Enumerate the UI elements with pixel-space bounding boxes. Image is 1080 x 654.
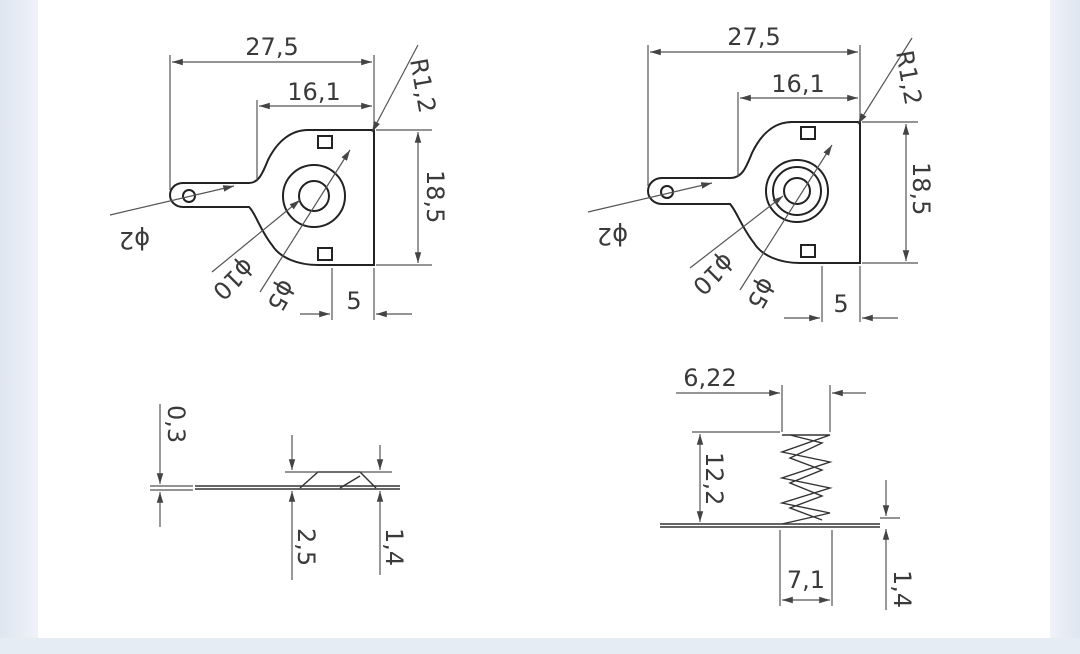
plate-a-ring-outer-label: ϕ10 bbox=[207, 253, 260, 306]
plate-a-outline bbox=[168, 129, 375, 266]
side-a-view bbox=[195, 471, 400, 490]
side-a-bump-label: 1,4 bbox=[380, 528, 408, 566]
plate-a-offset-label: 5 bbox=[346, 287, 361, 315]
plate-b-inner-width-label: 16,1 bbox=[771, 70, 824, 98]
plate-b-ring-outer-label: ϕ10 bbox=[687, 248, 740, 301]
drawing-sheet bbox=[38, 0, 1050, 638]
page-margin-right bbox=[1050, 0, 1080, 654]
plate-b-slot-top bbox=[800, 126, 816, 140]
side-b-base-height-label: 1,4 bbox=[888, 570, 916, 608]
plate-a-width-label: 27,5 bbox=[245, 33, 298, 61]
page-margin-bottom bbox=[0, 638, 1080, 654]
plate-a-height-label: 18,5 bbox=[421, 170, 449, 223]
side-a-thickness-label: 0,3 bbox=[162, 405, 190, 443]
side-b-base-label: 7,1 bbox=[787, 566, 825, 594]
plate-b-hole-label: ϕ2 bbox=[597, 222, 628, 250]
plate-a-slot-top bbox=[317, 135, 333, 149]
plate-a-ring-inner bbox=[298, 180, 330, 212]
plate-a-radius-label: R1,2 bbox=[404, 56, 441, 115]
plate-b-offset-label: 5 bbox=[833, 290, 848, 318]
plate-a-inner-width-label: 16,1 bbox=[287, 78, 340, 106]
plate-b-outline bbox=[646, 121, 861, 264]
side-b-height-label: 12,2 bbox=[700, 452, 728, 505]
spring-coil bbox=[779, 434, 833, 525]
plate-a-slot-bottom bbox=[317, 247, 333, 261]
side-b-dimensions: 6,22 12,2 7,1 1,4 bbox=[676, 364, 916, 610]
side-a-base-label: 2,5 bbox=[292, 528, 320, 566]
plate-a-dimensions: 27,5 16,1 R1,2 18,5 ϕ2 ϕ10 ϕ5 5 bbox=[109, 33, 449, 320]
plate-b-height-label: 18,5 bbox=[907, 162, 935, 215]
page-margin-left bbox=[0, 0, 38, 654]
side-a-dimensions: 0,3 2,5 1,4 bbox=[150, 404, 408, 580]
plate-b-width-label: 27,5 bbox=[727, 23, 780, 51]
plate-a-top-view bbox=[168, 129, 375, 266]
plate-b-radius-label: R1,2 bbox=[890, 48, 927, 107]
plate-b-ring-inner bbox=[783, 177, 811, 205]
plate-a-hole-label: ϕ2 bbox=[119, 226, 150, 254]
plate-b-slot-bottom bbox=[800, 244, 816, 258]
plate-b-top-view bbox=[646, 121, 861, 264]
side-b-top-label: 6,22 bbox=[683, 364, 736, 392]
side-b-view bbox=[660, 434, 880, 528]
